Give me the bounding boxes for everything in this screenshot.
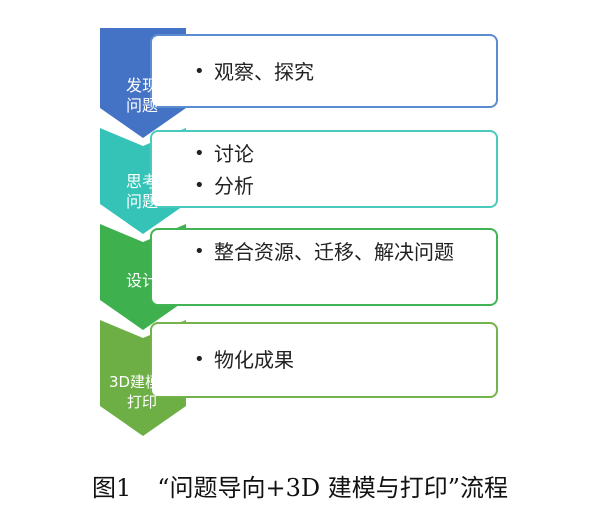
step-box-2: 讨论 分析 <box>150 130 498 208</box>
step-4-items: 物化成果 <box>194 344 480 376</box>
step-2-items: 讨论 分析 <box>194 138 480 202</box>
step-3-items: 整合资源、迁移、解决问题 <box>194 236 480 268</box>
step-4-label: 3D建模与 打印 <box>100 372 184 412</box>
figure-number: 图1 <box>91 474 132 502</box>
step-box-1: 观察、探究 <box>150 34 498 108</box>
step-box-4: 物化成果 <box>150 322 498 398</box>
step-4-label-line2: 打印 <box>126 393 157 411</box>
step-1-label: 发现 问题 <box>100 76 184 116</box>
step-4-label-line1: 3D建模与 <box>108 373 176 391</box>
step-3-item-1-text: 整合资源、迁移、解决问题 <box>214 240 454 264</box>
step-2-label-line2: 问题 <box>125 192 158 211</box>
step-2-label-line1: 思考 <box>125 172 158 191</box>
step-2-item-1: 讨论 <box>194 138 480 170</box>
step-1-item-1: 观察、探究 <box>194 56 480 88</box>
step-2-label: 思考 问题 <box>100 172 184 212</box>
step-2-item-2: 分析 <box>194 170 480 202</box>
step-1-label-line1: 发现 <box>125 76 158 95</box>
figure-caption: 图1 “问题导向+3D 建模与打印”流程 <box>0 468 600 503</box>
step-box-3: 整合资源、迁移、解决问题 <box>150 228 498 306</box>
step-3-item-1: 整合资源、迁移、解决问题 <box>194 236 480 268</box>
step-1-label-line2: 问题 <box>125 96 158 115</box>
step-4-item-1: 物化成果 <box>194 344 480 376</box>
step-3-label: 设计 <box>125 271 158 290</box>
step-1-items: 观察、探究 <box>194 56 480 88</box>
figure-title: “问题导向+3D 建模与打印”流程 <box>157 474 509 502</box>
